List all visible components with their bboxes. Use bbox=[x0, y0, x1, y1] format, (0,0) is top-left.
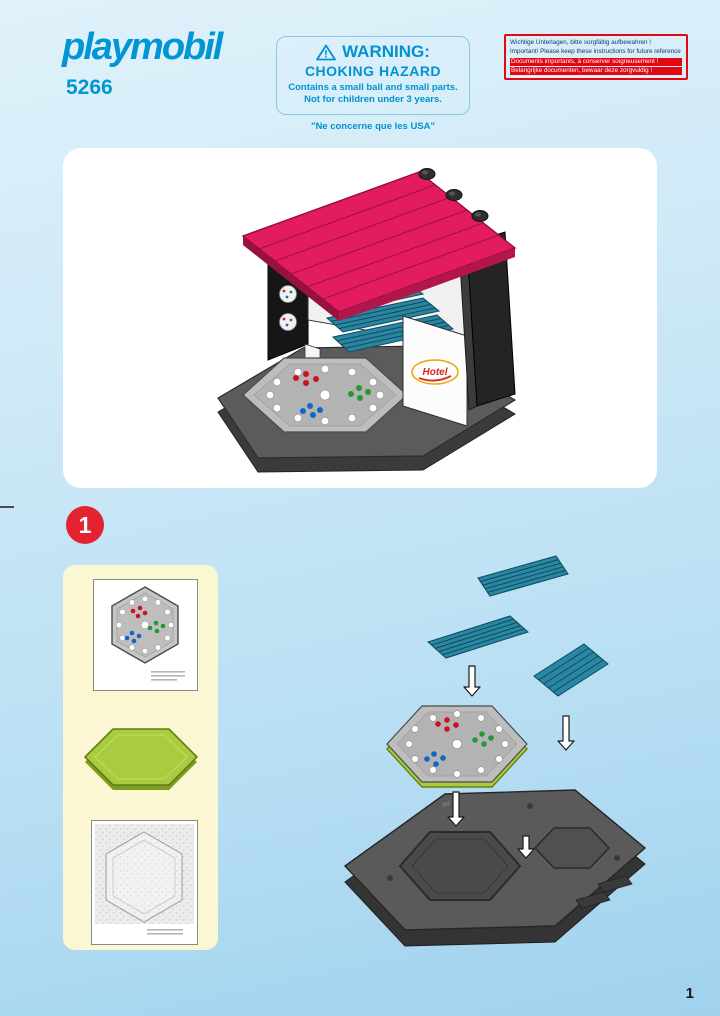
notice-line-nl: Belangrijke documenten, bewaar deze zorg… bbox=[510, 67, 682, 75]
pink-roof bbox=[241, 168, 517, 321]
teal-slat-panel-3 bbox=[533, 643, 609, 697]
hotel-wall: Hotel bbox=[402, 315, 468, 427]
registration-mark bbox=[0, 506, 14, 508]
warning-detail: Contains a small ball and small parts. N… bbox=[283, 82, 463, 107]
choking-hazard-warning: ! WARNING: CHOKING HAZARD Contains a sma… bbox=[276, 36, 470, 115]
usa-note: "Ne concerne que les USA" bbox=[310, 121, 436, 132]
finished-model-illustration: Hotel bbox=[217, 168, 517, 473]
svg-text:!: ! bbox=[324, 48, 328, 60]
board-recess bbox=[398, 831, 522, 901]
teal-slat-panel-1 bbox=[477, 555, 569, 597]
roof-spotlights bbox=[418, 168, 489, 222]
placement-arrow-down bbox=[517, 835, 535, 859]
hotel-logo-label: Hotel bbox=[423, 367, 448, 378]
page-number: 1 bbox=[685, 985, 694, 1002]
slat-slot bbox=[597, 875, 633, 893]
warning-subtitle: CHOKING HAZARD bbox=[304, 63, 442, 79]
assembly-base bbox=[343, 789, 647, 947]
notice-line-de: Wichtige Unterlagen, bitte sorgfältig au… bbox=[510, 39, 652, 46]
notice-line-fr: Documents importants, à conserver soigne… bbox=[510, 57, 682, 66]
teal-slat-panel-2 bbox=[427, 615, 529, 659]
placement-arrow-down bbox=[463, 665, 481, 697]
step-number: 1 bbox=[78, 511, 92, 538]
fine-print-lines bbox=[151, 671, 185, 681]
part-sticker-sheet bbox=[91, 820, 198, 945]
assembly-game-board bbox=[386, 705, 528, 788]
finished-model-panel: Hotel bbox=[63, 148, 657, 488]
slat-slot bbox=[575, 891, 611, 909]
part-game-board-card bbox=[93, 579, 198, 691]
important-documents-notice: Wichtige Unterlagen, bitte sorgfältig au… bbox=[504, 34, 688, 80]
placement-arrow-down bbox=[447, 791, 465, 827]
badge-icon bbox=[279, 285, 297, 303]
warning-title-row: ! WARNING: bbox=[283, 42, 463, 62]
warning-title: WARNING: bbox=[342, 42, 430, 61]
playmobil-logo: playmobil bbox=[62, 26, 223, 68]
parts-panel bbox=[63, 565, 218, 950]
placement-arrow-down bbox=[557, 715, 575, 751]
fine-print-lines bbox=[147, 929, 183, 935]
badge-icon bbox=[279, 313, 297, 331]
game-board bbox=[242, 357, 408, 433]
warning-triangle-icon: ! bbox=[316, 44, 336, 60]
step-1-badge: 1 bbox=[66, 506, 104, 544]
assembly-step-1-diagram bbox=[343, 555, 647, 947]
set-number: 5266 bbox=[66, 76, 113, 99]
notice-line-en: Important! Please keep these instruction… bbox=[510, 48, 682, 56]
right-recess bbox=[533, 827, 611, 869]
warning-detail-line1: Contains a small ball and small parts. bbox=[288, 82, 458, 93]
part-green-platform bbox=[83, 728, 199, 790]
warning-detail-line2: Not for children under 3 years. bbox=[304, 94, 442, 106]
